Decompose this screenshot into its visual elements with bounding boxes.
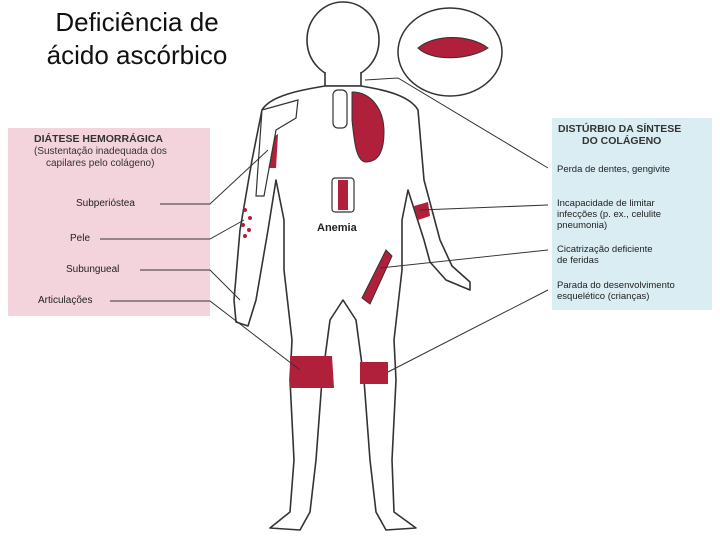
right-panel-heading-1: DISTÚRBIO DA SÍNTESE [558,123,681,135]
trachea [333,90,347,128]
left-panel-subheading-2: capilares pelo colágeno) [46,158,154,170]
item-infection: Incapacidade de limitar infecções (p. ex… [557,198,661,231]
left-panel-subheading-1: (Sustentação inadequada dos [34,146,167,158]
item-wound-healing-line-1: Cicatrização deficiente [557,244,653,255]
item-infection-line-1: Incapacidade de limitar [557,198,661,209]
anemia-label: Anemia [317,222,357,234]
right-panel-heading-2: DO COLÁGENO [582,135,661,147]
item-wound-healing: Cicatrização deficiente de feridas [557,244,653,266]
item-tooth-loss: Perda de dentes, gengivite [557,164,670,175]
label-subperiosteal: Subperióstea [76,198,135,210]
item-tooth-loss-line-1: Perda de dentes, gengivite [557,164,670,175]
head-outline [307,2,379,78]
knee-lesion-right [360,362,388,384]
item-infection-line-3: pneumonia) [557,220,661,231]
item-infection-line-2: infecções (p. ex., celulite [557,209,661,220]
knee-lesion-left [290,356,334,388]
spine-marrow [338,180,348,210]
label-joints: Articulações [38,295,92,307]
item-growth-arrest-line-2: esquelético (crianças) [557,291,675,302]
neck-outline [325,72,361,86]
label-skin: Pele [70,233,90,245]
item-growth-arrest-line-1: Parada do desenvolvimento [557,280,675,291]
item-wound-healing-line-2: de feridas [557,255,653,266]
item-growth-arrest: Parada do desenvolvimento esquelético (c… [557,280,675,302]
left-panel-heading: DIÁTESE HEMORRÁGICA [34,133,163,145]
label-subungual: Subungueal [66,264,119,276]
